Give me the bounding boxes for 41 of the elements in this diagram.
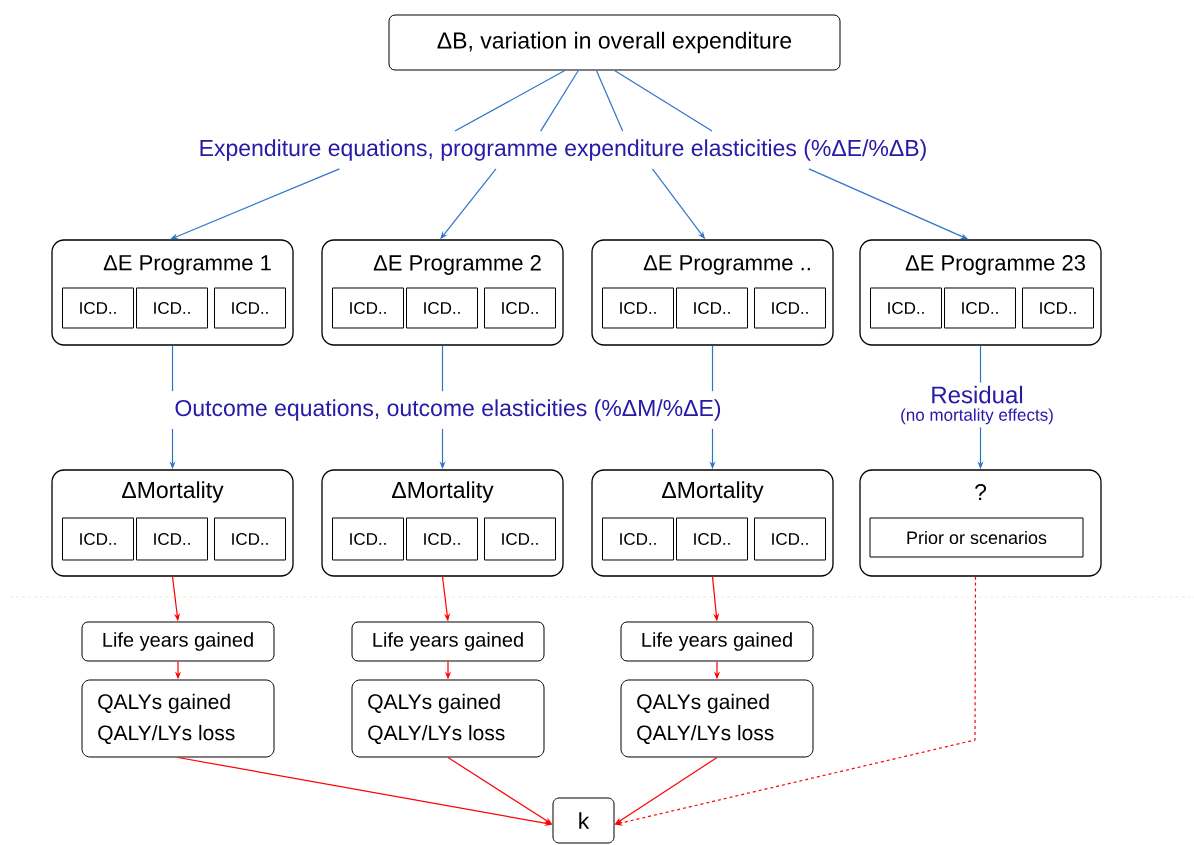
icd-box: ICD..: [676, 517, 748, 561]
icd-box: ICD..: [1022, 287, 1094, 329]
icd-box: ICD..: [406, 517, 478, 561]
residual-label: Residual (no mortality effects): [901, 385, 1053, 425]
connector-line: [454, 69, 566, 132]
life-years-box: Life years gained: [620, 621, 814, 662]
connector-line: [613, 69, 713, 132]
icd-box: ICD..: [676, 287, 748, 329]
icd-box: ICD..: [136, 517, 208, 561]
icd-box: ICD..: [214, 287, 286, 329]
qaly-box: QALYs gained QALY/LYs loss: [81, 679, 275, 758]
icd-box: ICD..: [214, 517, 286, 561]
scenario-box: Prior or scenarios: [869, 517, 1084, 558]
icd-box: ICD..: [406, 287, 478, 329]
connector-line: [441, 345, 444, 392]
life-years-box: Life years gained: [351, 621, 545, 662]
icd-box: ICD..: [944, 287, 1016, 329]
qaly-box: QALYs gained QALY/LYs loss: [620, 679, 814, 758]
icd-box: ICD..: [136, 287, 208, 329]
expenditure-box: ΔB, variation in overall expenditure: [388, 14, 841, 71]
icd-box: ICD..: [754, 517, 826, 561]
connector-line: [171, 345, 174, 392]
equation-label: Outcome equations, outcome elasticities (%ΔM/%ΔE): [175, 399, 721, 421]
equation-label: Expenditure equations, programme expenditure elasticities (%ΔE/%ΔB): [200, 139, 926, 161]
life-years-box: Life years gained: [81, 621, 275, 662]
icd-box: ICD..: [484, 287, 556, 329]
connector-line: [979, 345, 982, 384]
connector-line: [711, 345, 714, 392]
icd-box: ICD..: [602, 517, 674, 561]
icd-box: ICD..: [602, 287, 674, 329]
icd-box: ICD..: [332, 287, 404, 329]
icd-box: ICD..: [870, 287, 942, 329]
connector-line: [595, 69, 624, 132]
icd-box: ICD..: [754, 287, 826, 329]
result-box: k: [552, 797, 615, 844]
icd-box: ICD..: [62, 287, 134, 329]
icd-box: ICD..: [62, 517, 134, 561]
connector-line: [540, 69, 579, 132]
icd-box: ICD..: [332, 517, 404, 561]
icd-box: ICD..: [484, 517, 556, 561]
qaly-box: QALYs gained QALY/LYs loss: [351, 679, 545, 758]
